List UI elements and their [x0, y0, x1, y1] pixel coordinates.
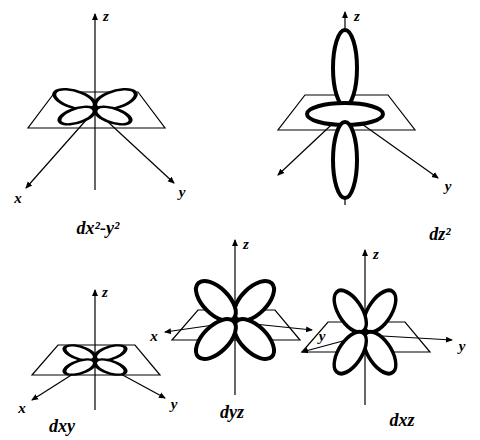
axis-label: y	[179, 185, 186, 200]
axis-label: y	[445, 179, 452, 194]
axis-label: y	[319, 329, 326, 344]
axis-label: z	[243, 237, 249, 252]
orbital-name: dx²-y²	[77, 219, 120, 237]
axis-label: x	[18, 401, 26, 416]
axis-label: z	[103, 9, 109, 24]
axis-label: z	[102, 285, 108, 300]
axis-label: x	[14, 191, 22, 206]
orbital-name: dyz	[220, 403, 244, 421]
axis-label: y	[459, 339, 466, 354]
axis-label: z	[373, 247, 379, 262]
axis-label: z	[354, 9, 360, 24]
axis-label: y	[171, 397, 178, 412]
orbital-name: dxz	[389, 411, 414, 429]
axis-label: x	[150, 329, 158, 344]
orbital-name: dxy	[49, 417, 75, 435]
orbital-name: dz²	[429, 225, 450, 243]
